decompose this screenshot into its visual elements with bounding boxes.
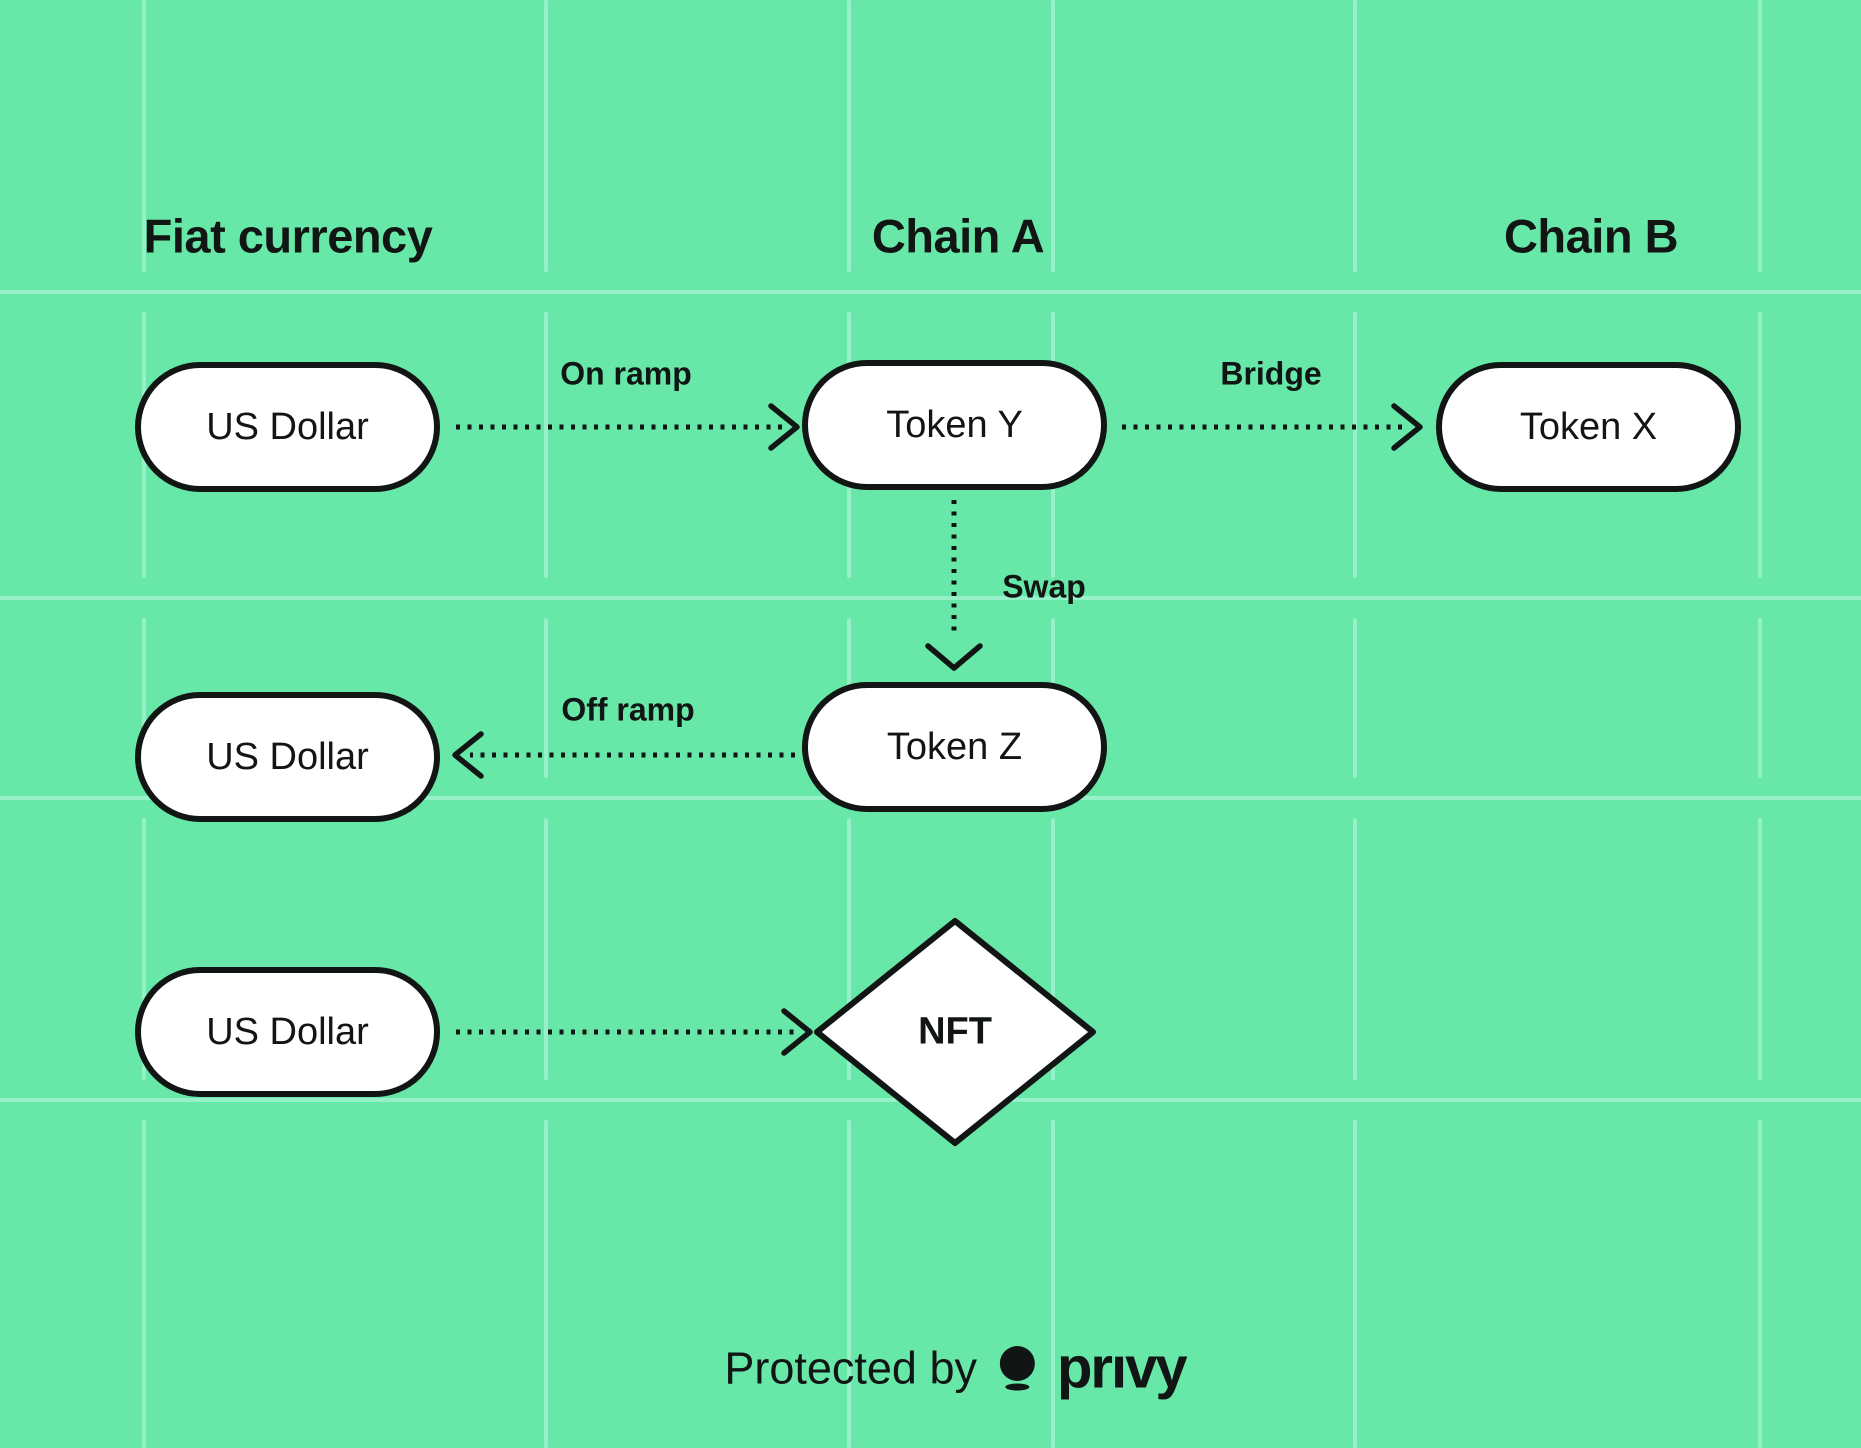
node-label: US Dollar xyxy=(206,735,369,778)
node-label: NFT xyxy=(918,1010,992,1053)
node-token-x: Token X xyxy=(1436,362,1741,492)
edge-label-on-ramp: On ramp xyxy=(560,355,692,392)
privy-balloon-icon xyxy=(999,1345,1035,1390)
usd-to-nft-arrow xyxy=(456,1008,813,1056)
node-nft xyxy=(800,905,1110,1160)
column-header-chain-b: Chain B xyxy=(1503,209,1679,263)
privy-wordmark: prıvy xyxy=(1057,1335,1188,1401)
bridge-arrow xyxy=(1122,403,1423,451)
node-label: US Dollar xyxy=(206,1010,369,1053)
column-header-fiat-currency: Fiat currency xyxy=(143,209,433,263)
off-ramp-arrow xyxy=(452,731,795,779)
on-ramp-arrow xyxy=(456,403,800,451)
edge-label-bridge: Bridge xyxy=(1220,355,1322,392)
node-us-dollar-2: US Dollar xyxy=(135,692,440,822)
node-label: Token Z xyxy=(886,725,1023,768)
edge-label-swap: Swap xyxy=(1002,568,1086,605)
node-token-y: Token Y xyxy=(802,360,1107,490)
node-token-z: Token Z xyxy=(802,682,1107,812)
edge-label-off-ramp: Off ramp xyxy=(561,691,695,728)
node-label: US Dollar xyxy=(206,405,369,448)
swap-arrow xyxy=(925,500,983,671)
node-us-dollar-1: US Dollar xyxy=(135,362,440,492)
footer-text: Protected by xyxy=(724,1342,978,1393)
diamond-shape xyxy=(814,918,1096,1146)
node-us-dollar-3: US Dollar xyxy=(135,967,440,1097)
node-label: Token X xyxy=(1519,405,1658,448)
column-header-chain-a: Chain A xyxy=(871,209,1045,263)
node-label: Token Y xyxy=(886,403,1023,446)
footer: Protected by prıvy xyxy=(724,1335,1188,1402)
